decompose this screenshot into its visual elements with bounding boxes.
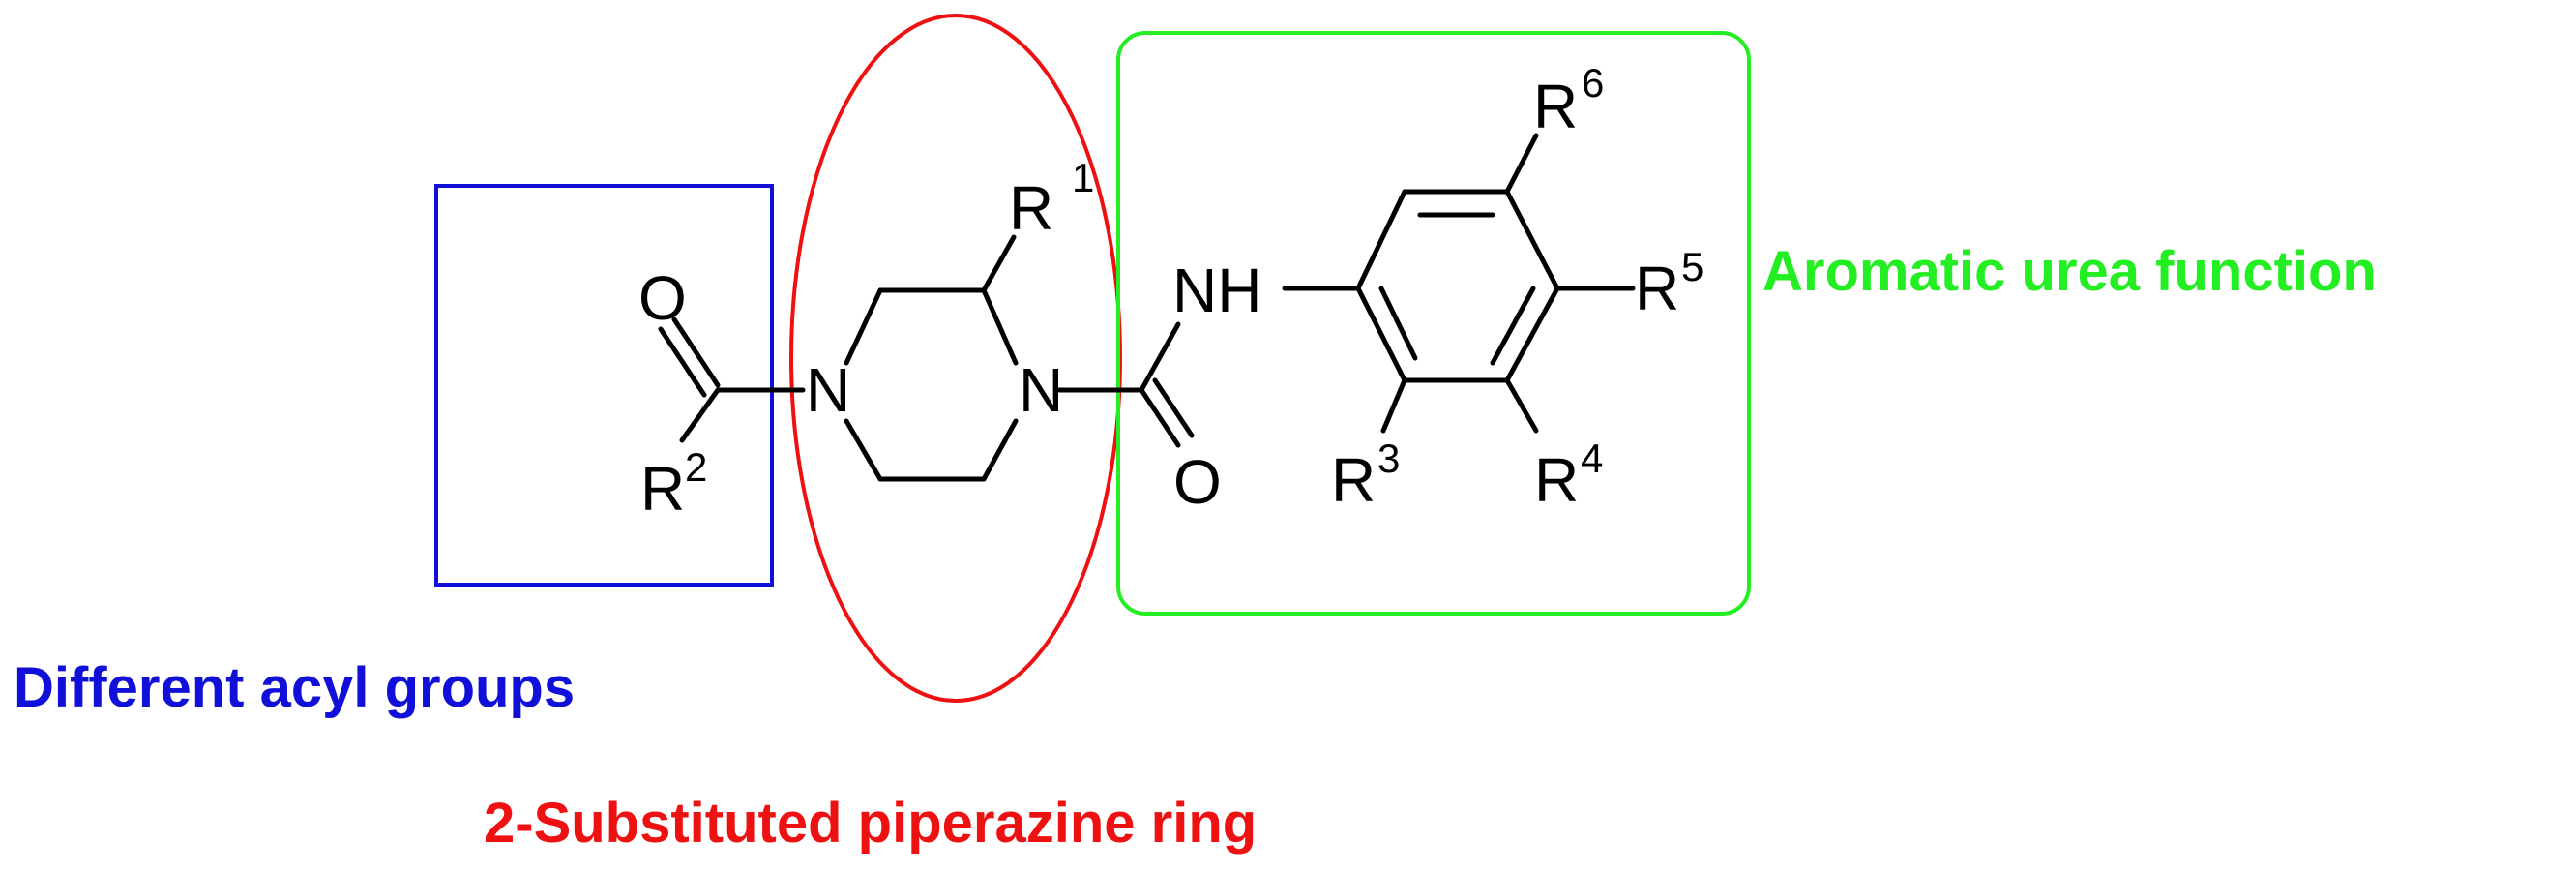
bond-c-o-left-1 [671, 316, 721, 388]
bond-ch-r1 [981, 234, 1017, 293]
bond-n2-ch2-bottom [981, 418, 1019, 482]
atom-r1: R [1009, 173, 1053, 243]
atom-r2: R [640, 454, 685, 524]
atom-r4: R [1534, 445, 1579, 515]
bond-c-o-right-2 [1152, 377, 1195, 438]
atom-o-right: O [1173, 447, 1222, 517]
bond-ring-c1-c2 [1355, 189, 1407, 291]
atom-r2-superscript: 2 [685, 444, 707, 490]
bond-ring-r3 [1380, 377, 1407, 434]
acyl-group-box [434, 184, 774, 587]
atom-r5: R [1635, 254, 1679, 323]
atom-r3-superscript: 3 [1377, 436, 1400, 481]
bond-ring-c3-c4 [1504, 189, 1560, 291]
atom-nh: NH [1172, 256, 1261, 325]
bond-ring-c4-c5-inner [1490, 286, 1536, 366]
caption-urea-function: Aromatic urea function [1762, 240, 2377, 303]
atom-r5-superscript: 5 [1681, 244, 1703, 289]
bond-ch-n2 [981, 287, 1019, 366]
bond-c-r2 [679, 387, 721, 443]
bond-c-o-left-2 [658, 326, 707, 398]
atom-r3: R [1331, 445, 1376, 515]
bond-n1-ch2-top [844, 287, 883, 366]
caption-piperazine-ring: 2-Substituted piperazine ring [484, 792, 1257, 855]
atom-o-left: O [638, 263, 687, 333]
bond-c-nh [1139, 321, 1181, 393]
atom-r4-superscript: 4 [1581, 436, 1603, 481]
bond-ring-c6-c1 [1355, 286, 1407, 383]
bond-ring-r6 [1504, 133, 1539, 195]
bond-ch2-n1-bottom [844, 418, 883, 482]
atom-r6-superscript: 6 [1582, 60, 1604, 105]
bond-ring-c4-c5 [1504, 286, 1560, 383]
caption-acyl-groups: Different acyl groups [14, 656, 575, 719]
atom-r6: R [1533, 72, 1578, 141]
bond-ring-r4 [1504, 377, 1539, 434]
bond-ring-c6-c1-inner [1378, 286, 1418, 361]
atom-n-left: N [806, 355, 850, 425]
atom-r1-superscript: 1 [1072, 155, 1094, 200]
atom-n-right: N [1019, 355, 1063, 425]
bond-c-o-right-1 [1139, 387, 1181, 448]
urea-function-box [1116, 31, 1751, 616]
